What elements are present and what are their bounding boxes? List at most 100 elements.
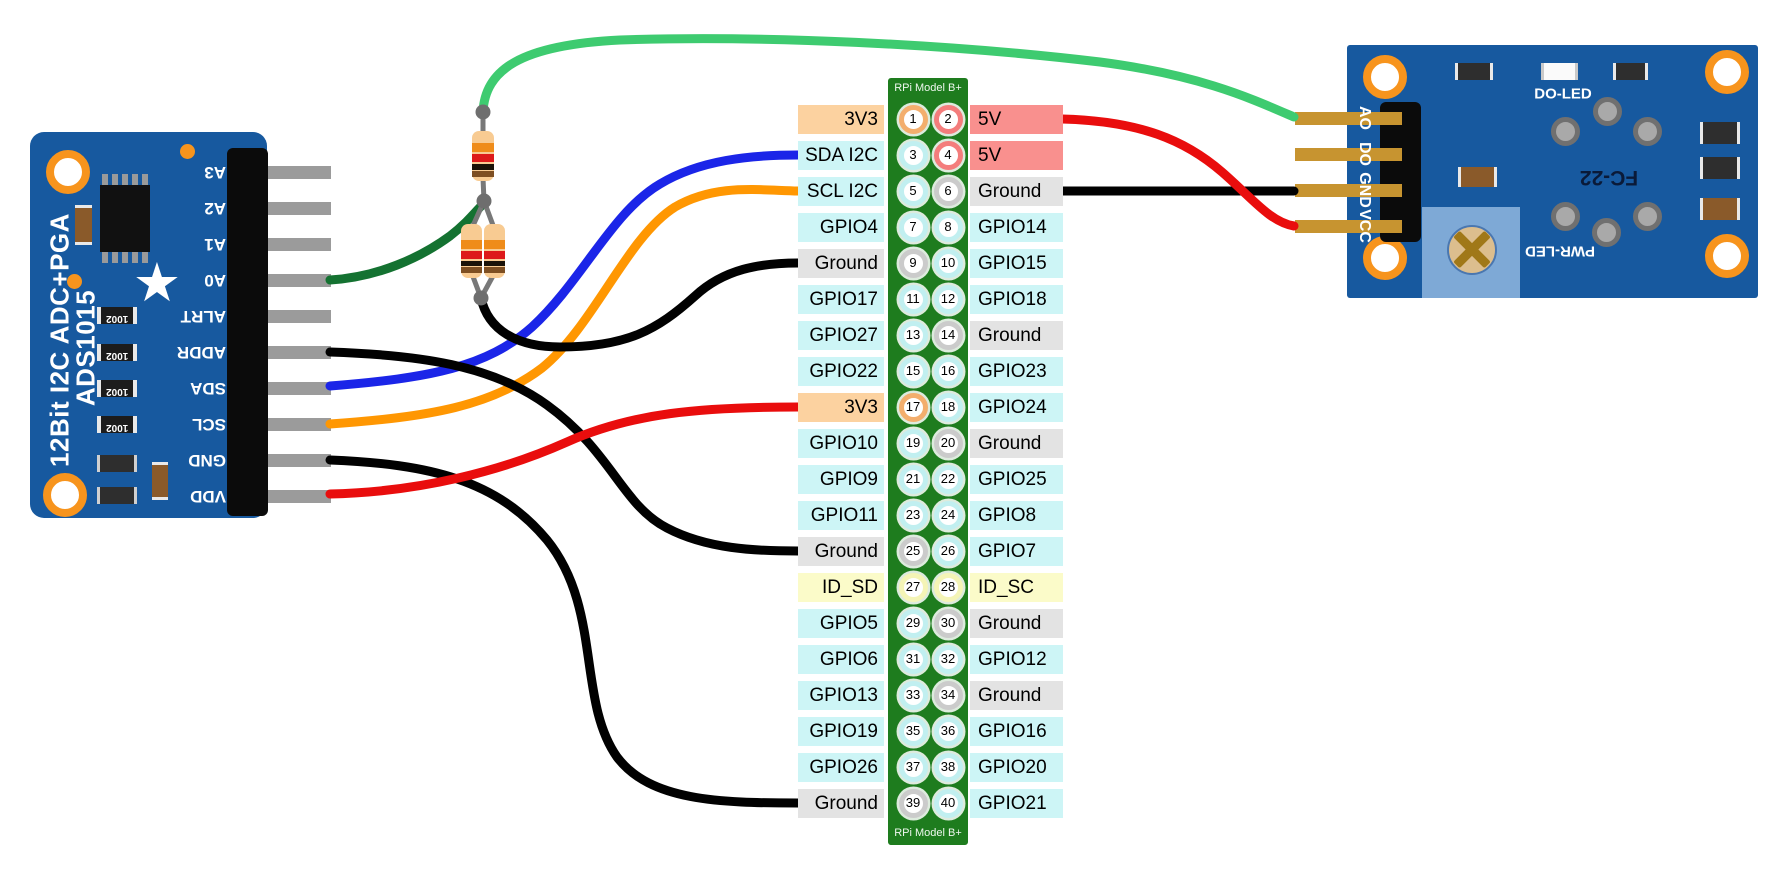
rpi-pin-number: 31 <box>898 644 928 674</box>
rpi-pin-label-left: Ground <box>798 536 884 566</box>
adc-pin-leg <box>252 417 331 431</box>
rpi-pin-number: 6 <box>933 176 963 206</box>
rpi-pin-label-right: GPIO8 <box>970 500 1063 530</box>
rpi-pin-number: 9 <box>898 248 928 278</box>
rpi-pin-label-right: GPIO21 <box>970 788 1063 818</box>
rpi-pin-label-right: GPIO20 <box>970 752 1063 782</box>
rpi-pin-number: 30 <box>933 608 963 638</box>
rpi-pin-number: 5 <box>898 176 928 206</box>
rpi-pin-label-left: GPIO13 <box>798 680 884 710</box>
sensor-pad <box>1592 218 1621 247</box>
rpi-pin-label-left: GPIO27 <box>798 320 884 350</box>
rpi-pin-label-right: GPIO15 <box>970 248 1063 278</box>
rpi-pin-number: 20 <box>933 428 963 458</box>
rpi-pin-label-left: GPIO17 <box>798 284 884 314</box>
rpi-pin-number: 26 <box>933 536 963 566</box>
sensor-pin <box>1295 219 1402 233</box>
rpi-pin-label-left: GPIO9 <box>798 464 884 494</box>
wire-gnd-ground-black <box>325 455 803 808</box>
sensor-pin <box>1295 183 1402 197</box>
wire-junction <box>475 104 491 120</box>
rpi-pin-label-left: SCL I2C <box>798 176 884 206</box>
wire-divider-ground-black <box>476 258 803 352</box>
rpi-pin-number: 19 <box>898 428 928 458</box>
wire-scl-orange <box>325 185 803 429</box>
rpi-pin-label-right: GPIO12 <box>970 644 1063 674</box>
rpi-pin-number: 11 <box>898 284 928 314</box>
smd-resistor: 1002 <box>97 415 137 433</box>
rpi-pin-number: 24 <box>933 500 963 530</box>
mounting-hole <box>43 473 87 517</box>
capacitor <box>1458 167 1497 187</box>
ic-legs <box>102 174 148 185</box>
rpi-pin-number: 4 <box>933 140 963 170</box>
adc-pin-leg <box>252 273 331 287</box>
rpi-pin-number: 27 <box>898 572 928 602</box>
rpi-pin-label-right: Ground <box>970 680 1063 710</box>
rpi-pin-number: 34 <box>933 680 963 710</box>
rpi-pin-label-left: ID_SD <box>798 572 884 602</box>
via-dot <box>180 144 195 159</box>
rpi-pin-label-right: 5V <box>970 140 1063 170</box>
rpi-pin-label-left: GPIO26 <box>798 752 884 782</box>
wire-addr-ground-black <box>325 347 803 556</box>
mounting-hole <box>46 150 90 194</box>
rpi-pin-number: 29 <box>898 608 928 638</box>
rpi-pin-number: 17 <box>898 392 928 422</box>
rpi-pin-label-right: GPIO24 <box>970 392 1063 422</box>
resistor-pair-right <box>484 224 505 278</box>
rpi-header-title-top: RPi Model B+ <box>894 82 962 94</box>
via-dot <box>67 274 82 289</box>
rpi-pin-label-right: Ground <box>970 608 1063 638</box>
star-icon: ★ <box>132 253 182 313</box>
rpi-pin-label-left: 3V3 <box>798 104 884 134</box>
adc-pin-leg <box>252 345 331 359</box>
rpi-pin-number: 25 <box>898 536 928 566</box>
adc-pin-leg <box>252 201 331 215</box>
resistor-top <box>472 131 494 181</box>
rpi-pin-label-right: Ground <box>970 176 1063 206</box>
wire-ao-light-green <box>478 34 1299 122</box>
smd-component <box>97 455 137 472</box>
rpi-header-title-bottom: RPi Model B+ <box>894 827 962 839</box>
capacitor <box>75 205 92 245</box>
adc-pin-leg <box>252 165 331 179</box>
rpi-pin-label-left: GPIO10 <box>798 428 884 458</box>
rpi-pin-number: 1 <box>898 104 928 134</box>
rpi-pin-label-left: Ground <box>798 788 884 818</box>
rpi-pin-label-right: GPIO16 <box>970 716 1063 746</box>
rpi-pin-label-right: GPIO23 <box>970 356 1063 386</box>
rpi-pin-number: 21 <box>898 464 928 494</box>
rpi-pin-number: 13 <box>898 320 928 350</box>
rpi-pin-number: 32 <box>933 644 963 674</box>
sensor-pad <box>1551 117 1580 146</box>
rpi-pin-label-left: GPIO6 <box>798 644 884 674</box>
adc-pin-leg <box>252 453 331 467</box>
rpi-pin-label-left: GPIO5 <box>798 608 884 638</box>
sensor-pad <box>1551 202 1580 231</box>
smd-resistor: 1002 <box>97 379 137 397</box>
mounting-hole <box>1705 234 1749 278</box>
rpi-pin-number: 33 <box>898 680 928 710</box>
rpi-pin-label-right: Ground <box>970 320 1063 350</box>
rpi-pin-number: 18 <box>933 392 963 422</box>
rpi-pin-label-right: GPIO14 <box>970 212 1063 242</box>
wire-sda-blue <box>325 150 803 391</box>
rpi-pin-label-right: GPIO25 <box>970 464 1063 494</box>
rpi-pin-number: 2 <box>933 104 963 134</box>
rpi-pin-label-left: GPIO22 <box>798 356 884 386</box>
sensor-pad <box>1633 117 1662 146</box>
rpi-pin-number: 38 <box>933 752 963 782</box>
rpi-pin-number: 8 <box>933 212 963 242</box>
do-led-component <box>1541 63 1578 80</box>
mounting-hole <box>1705 50 1749 94</box>
adc-pin-header <box>227 148 268 516</box>
rpi-pin-label-left: 3V3 <box>798 392 884 422</box>
rpi-pin-number: 16 <box>933 356 963 386</box>
rpi-pin-number: 36 <box>933 716 963 746</box>
mounting-hole <box>1363 55 1407 99</box>
smd-resistor: 1002 <box>97 343 137 361</box>
smd-component <box>1700 122 1740 144</box>
